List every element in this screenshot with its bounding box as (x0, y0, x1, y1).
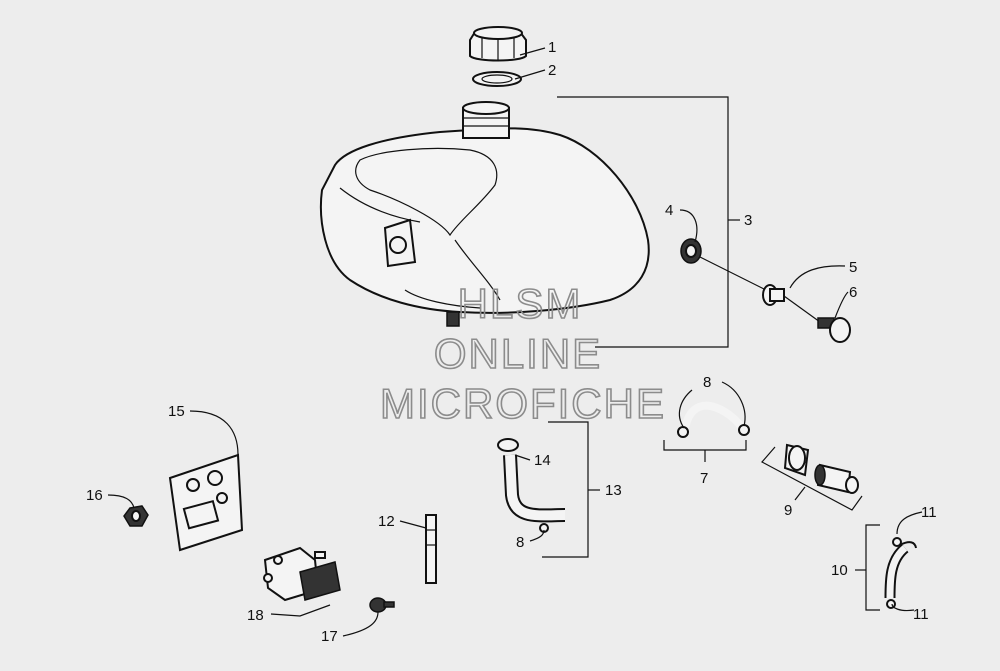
watermark-line-3: MICROFICHE (380, 380, 666, 427)
callout-10: 10 (831, 562, 848, 579)
leader-lines (107, 47, 923, 637)
callout-11-bottom: 11 (913, 606, 929, 623)
watermark-line-2: ONLINE (434, 330, 602, 377)
callout-8-clamp: 8 (516, 534, 524, 551)
callout-17: 17 (321, 628, 338, 645)
hose-13 (497, 438, 566, 533)
fuel-valve (263, 546, 341, 602)
callout-4: 4 (665, 202, 673, 219)
watermark-line-1: HLSM (458, 280, 583, 327)
callout-14: 14 (534, 452, 551, 469)
callout-2: 2 (548, 62, 556, 79)
fuel-filter (783, 443, 859, 494)
callout-11-top: 11 (921, 504, 937, 521)
fuel-tank (319, 101, 650, 327)
vent-screw (817, 317, 851, 343)
hose-10 (884, 537, 917, 609)
callout-15: 15 (168, 403, 185, 420)
callout-labels: 1 2 3 4 5 6 7 8 8 9 10 11 11 12 13 14 15… (86, 39, 937, 645)
callout-16: 16 (86, 487, 103, 504)
callout-9: 9 (784, 502, 792, 519)
callout-13: 13 (605, 482, 622, 499)
callout-12: 12 (378, 513, 395, 530)
fuel-cap (469, 26, 527, 62)
callout-6: 6 (849, 284, 857, 301)
hose-7 (677, 401, 750, 438)
vent-grommet (680, 238, 702, 264)
callout-1: 1 (548, 39, 556, 56)
screw (369, 597, 395, 613)
standpipe (425, 514, 437, 584)
callout-8-hose: 8 (703, 374, 711, 391)
cap-gasket (472, 71, 522, 87)
callout-5: 5 (849, 259, 857, 276)
nut (123, 505, 149, 527)
callout-18: 18 (247, 607, 264, 624)
callout-7: 7 (700, 470, 708, 487)
vent-fitting (762, 284, 785, 306)
valve-bracket (168, 453, 244, 552)
watermark: HLSM ONLINE MICROFICHE (379, 279, 666, 428)
callout-3: 3 (744, 212, 752, 229)
